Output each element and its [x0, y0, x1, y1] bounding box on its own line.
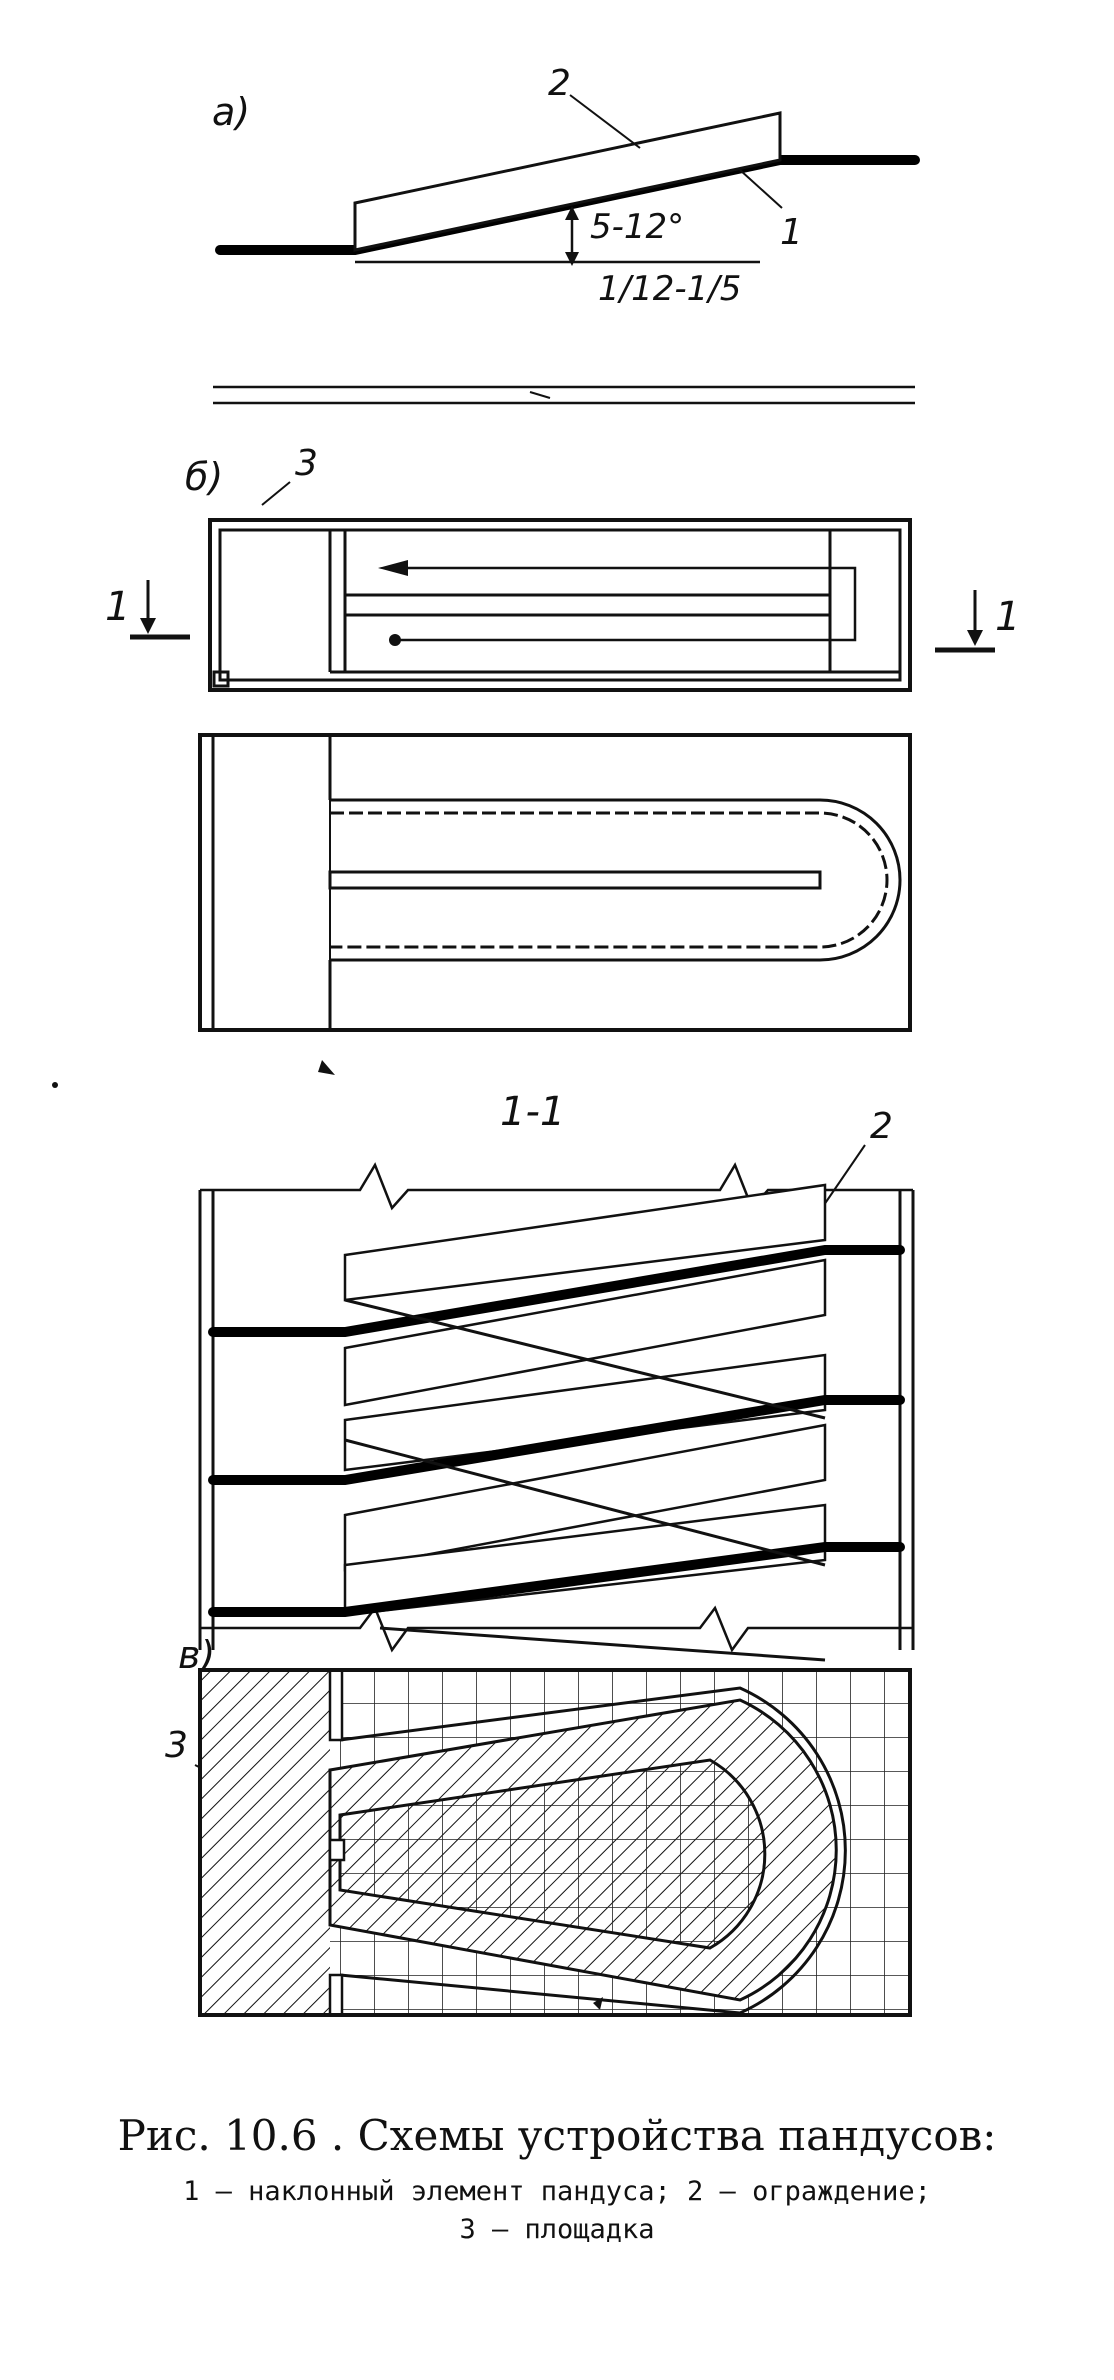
- plan-top-outer-wall: [208, 518, 912, 692]
- ramp-section-under: [379, 1626, 826, 1662]
- caption-line-2: 1 — наклонный элемент пандуса; 2 — ограж…: [183, 2176, 931, 2207]
- connector: [328, 1973, 344, 2015]
- path-start-dot: [389, 634, 401, 646]
- panel-a: а) 2 1 5-12° 1/12-1/5: [212, 63, 920, 309]
- corner-detail: [212, 670, 230, 688]
- label-guard-a: 2: [548, 63, 571, 104]
- label-platform-v: 3: [165, 1725, 188, 1766]
- stray-mark: [318, 1060, 335, 1075]
- label-ramp-a: 1: [780, 212, 803, 253]
- direction-path: [395, 566, 857, 642]
- guard-rail-section: [343, 1183, 827, 1302]
- ramp-section: [208, 1245, 905, 1337]
- caption: Рис. 10.6 . Схемы устройства пандусов: 1…: [118, 2111, 997, 2245]
- leader-3-b: [261, 481, 291, 506]
- guard-rail-section: [343, 1423, 827, 1572]
- panel-a-letter: а): [212, 90, 250, 134]
- panel-b-plan-bottom: [198, 733, 912, 1032]
- platform-hatched: [200, 1670, 330, 2015]
- leader-1: [739, 169, 783, 209]
- angle-arrowhead-bottom: [565, 252, 579, 266]
- guard-rail-section: [343, 1353, 827, 1472]
- guard-rail-section: [343, 1258, 827, 1407]
- ramp-section: [208, 1395, 905, 1485]
- connector: [328, 1838, 346, 1862]
- stray-mark: [52, 1082, 58, 1088]
- separator-lines: [213, 385, 915, 405]
- section-arrowhead-left: [140, 618, 156, 634]
- ramp-section: [208, 1542, 905, 1617]
- angle-label: 5-12°: [590, 207, 684, 247]
- guard-rail: [353, 111, 782, 252]
- ramp-section-under: [344, 1438, 826, 1567]
- ramp-section-under: [344, 1298, 826, 1420]
- u-ramp-partition: [328, 870, 822, 890]
- section-1-1: 1-1 2: [198, 1089, 915, 1662]
- section-label-right: 1: [995, 594, 1020, 640]
- u-ramp-outer: [330, 798, 902, 962]
- panel-v-frame: [198, 1668, 912, 2017]
- u-ramp-guard: [330, 811, 889, 949]
- stray-mark: [593, 1997, 603, 2010]
- caption-title: Рис. 10.6 . Схемы устройства пандусов:: [118, 2111, 997, 2160]
- label-guard-section: 2: [870, 1106, 893, 1147]
- ramp-outer-guard: [339, 1686, 847, 2015]
- section-arrowhead-right: [967, 630, 983, 646]
- section-label-left: 1: [105, 584, 130, 630]
- slope-label: 1/12-1/5: [598, 269, 741, 309]
- panel-b-plan-top: б) 3 1 1: [105, 443, 1020, 692]
- label-platform-b: 3: [295, 443, 318, 484]
- break-line-bottom: [200, 1605, 913, 1653]
- panel-b-letter: б): [185, 455, 223, 499]
- ramp-inner-opening: [338, 1758, 767, 1950]
- connector: [328, 1670, 344, 1742]
- direction-arrowhead: [378, 560, 408, 576]
- plan-top-inner-wall: [218, 528, 902, 682]
- panel-v: в) 3: [165, 1633, 912, 2017]
- section-title: 1-1: [500, 1089, 565, 1135]
- caption-line-3: 3 — площадка: [459, 2214, 654, 2245]
- angle-arrowhead-top: [565, 206, 579, 220]
- plan-bottom-frame: [198, 733, 912, 1032]
- leader-2: [569, 94, 641, 149]
